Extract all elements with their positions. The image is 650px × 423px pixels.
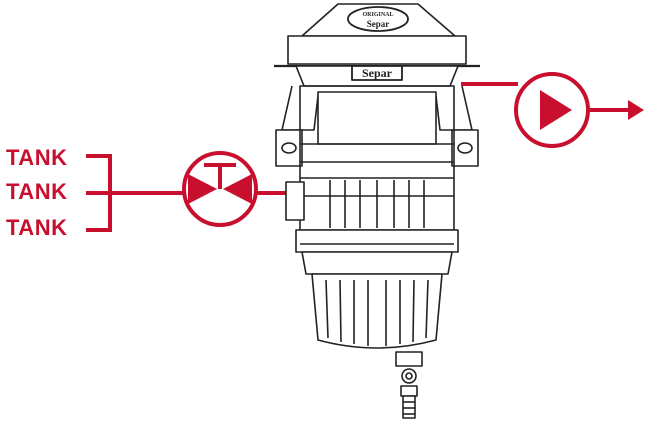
badge-separ-text: Separ	[367, 19, 390, 29]
arrow-right-icon	[586, 100, 644, 120]
brand-plate	[351, 65, 403, 81]
tank-label-3: TANK	[6, 215, 68, 240]
pump-icon	[514, 72, 590, 148]
tank-bracket	[86, 154, 187, 232]
drain-valve	[395, 351, 423, 419]
tank-label-2: TANK	[6, 179, 68, 204]
badge-original-text: ORIGINAL	[362, 12, 393, 18]
tank-label-1: TANK	[6, 145, 68, 170]
fuel-filter-unit: ORIGINAL Separ Separ	[274, 3, 480, 419]
valve-icon	[182, 151, 258, 227]
original-separ-badge: ORIGINAL Separ	[347, 6, 409, 32]
brand-plate-text: Separ	[362, 66, 393, 80]
